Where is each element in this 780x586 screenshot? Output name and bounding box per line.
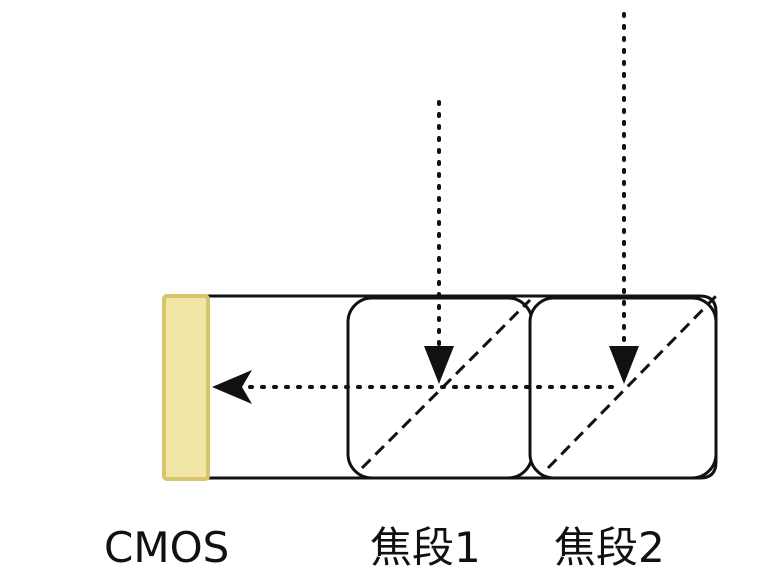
light-path-2-arrowhead <box>609 346 639 384</box>
light-path-horizontal-arrowhead <box>212 370 252 404</box>
prism-1-diagonal <box>360 298 532 470</box>
light-path-1-arrowhead <box>424 346 454 384</box>
cmos-sensor <box>162 294 210 481</box>
focal-segment-2-label: 焦段2 <box>554 523 665 572</box>
cmos-label: CMOS <box>104 523 230 572</box>
prism-2-diagonal <box>546 290 722 470</box>
focal-segment-1-label: 焦段1 <box>370 523 481 572</box>
